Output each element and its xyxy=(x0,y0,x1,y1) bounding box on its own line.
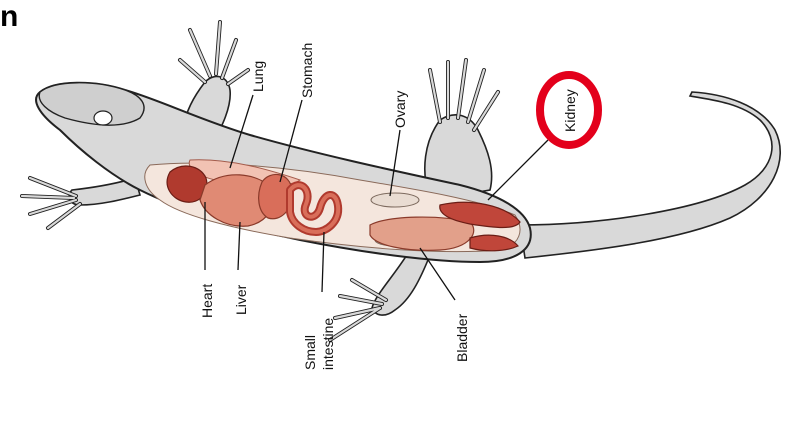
corner-letter: n xyxy=(0,2,18,32)
label-heart: Heart xyxy=(199,284,215,318)
label-bladder: Bladder xyxy=(454,313,470,362)
tail xyxy=(520,92,780,258)
label-lung: Lung xyxy=(250,61,266,92)
label-kidney: Kidney xyxy=(562,89,578,132)
label-liver: Liver xyxy=(233,284,249,315)
bladder-organ xyxy=(370,217,474,250)
label-stomach: Stomach xyxy=(299,43,315,98)
label-small-intestine-line2: intestine xyxy=(320,318,336,370)
eye xyxy=(94,111,112,125)
ovary-organ xyxy=(371,193,419,207)
label-small-intestine-line1: Small xyxy=(302,335,318,370)
label-ovary: Ovary xyxy=(392,91,408,128)
